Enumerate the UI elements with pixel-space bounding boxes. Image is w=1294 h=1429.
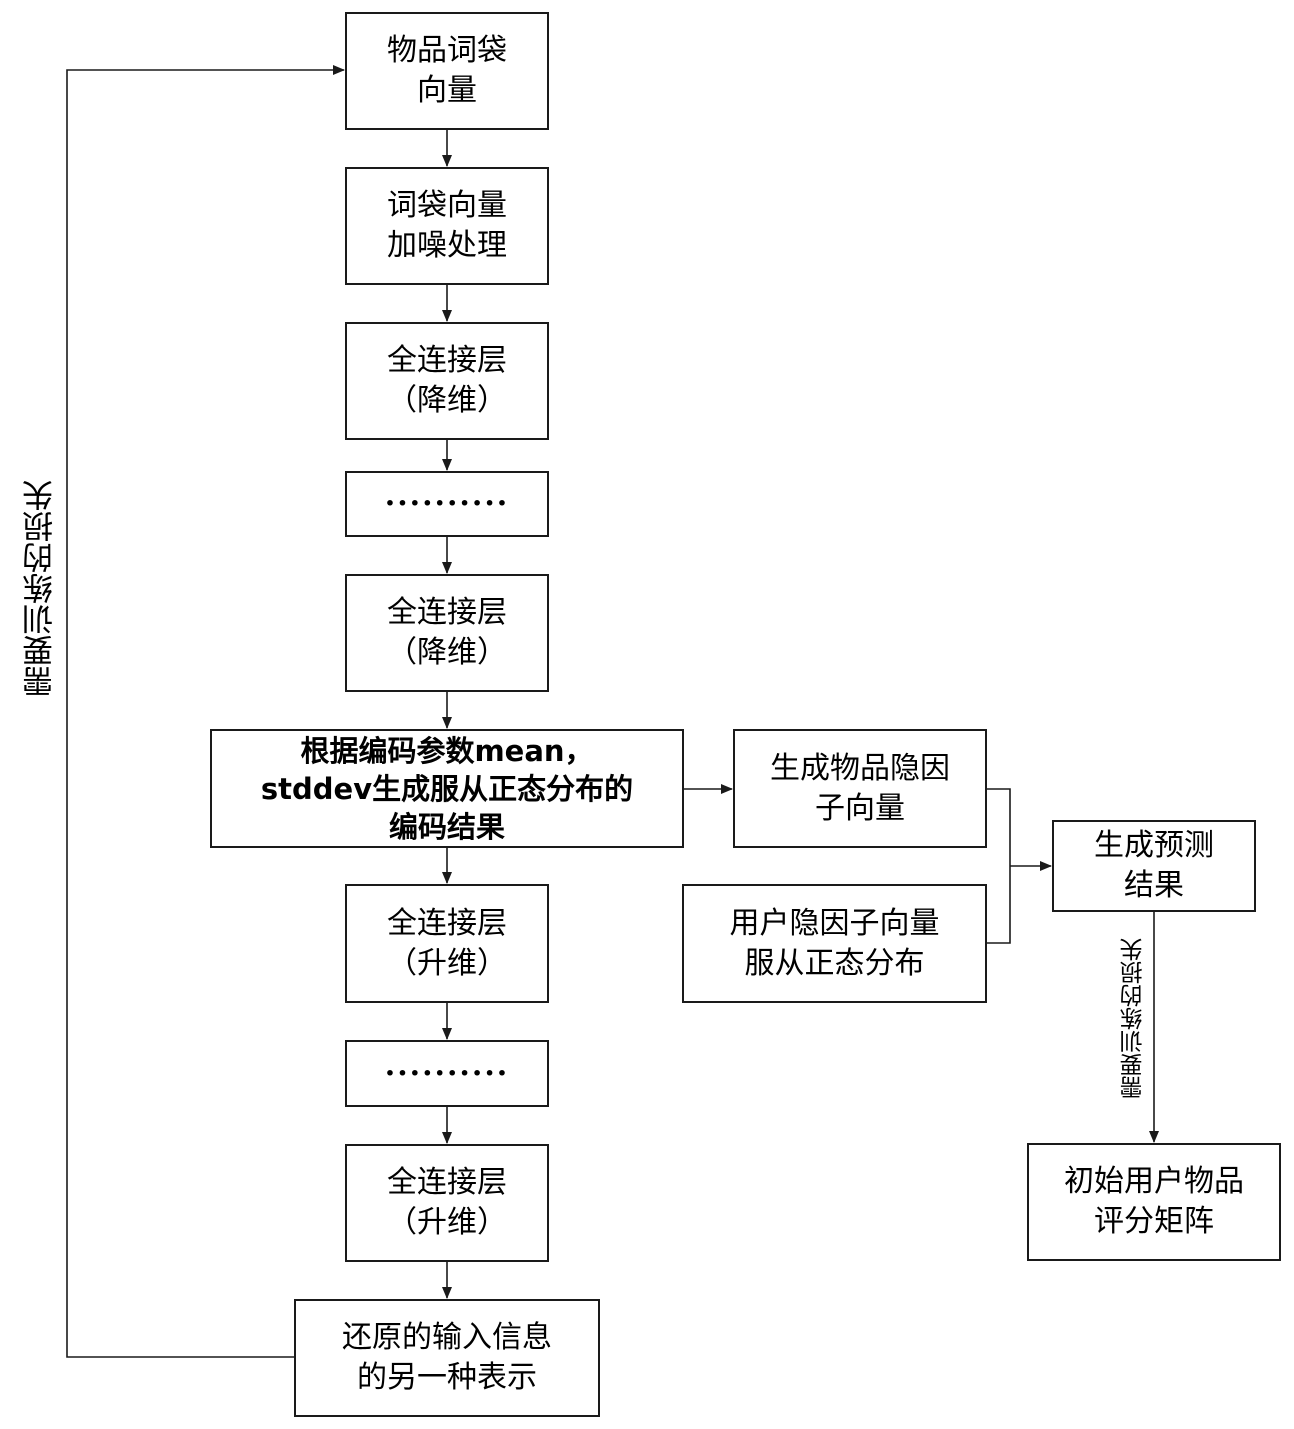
ellipsis-box-2: ·········· (345, 1040, 549, 1107)
restored-representation-box: 还原的输入信息 的另一种表示 (294, 1299, 600, 1417)
item-latent-line2: 子向量 (815, 790, 905, 826)
noise-line1: 词袋向量 (387, 188, 507, 223)
item-bow-line2: 向量 (417, 73, 477, 108)
initial-rating-matrix-box: 初始用户物品 评分矩阵 (1027, 1143, 1281, 1261)
fc-up2-line2: （升维） (387, 1205, 507, 1240)
right-loss-label: 需要训练的损失 (1121, 938, 1147, 1099)
fc-down2-line2: （降维） (387, 635, 507, 670)
fc-layer-expand-1-box: 全连接层 （升维） (345, 884, 549, 1003)
fc-layer-reduce-2-box: 全连接层 （降维） (345, 574, 549, 692)
restore-line1: 还原的输入信息 (342, 1320, 552, 1355)
left-loss-label: 需要训练的损失 (23, 480, 59, 697)
ellipsis-1: ·········· (384, 486, 510, 521)
ellipsis-2: ·········· (384, 1055, 510, 1091)
noise-line2: 加噪处理 (387, 228, 507, 263)
encode-line1: 根据编码参数mean， (300, 733, 594, 768)
fc-up1-line1: 全连接层 (387, 905, 507, 941)
ellipsis-box-1: ·········· (345, 471, 549, 537)
encode-line3: 编码结果 (388, 809, 505, 844)
predict-line1: 生成预测 (1094, 828, 1214, 863)
fc-up1-line2: （升维） (387, 945, 507, 981)
encoding-result-box: 根据编码参数mean， stddev生成服从正态分布的 编码结果 (210, 729, 684, 848)
fc-up2-line1: 全连接层 (387, 1165, 507, 1200)
predict-line2: 结果 (1124, 868, 1184, 903)
item-latent-vector-box: 生成物品隐因 子向量 (733, 729, 987, 848)
feedback-loop-line (66, 65, 345, 1358)
item-bow-line1: 物品词袋 (387, 33, 507, 68)
prediction-result-box: 生成预测 结果 (1052, 820, 1256, 912)
fc-down1-line1: 全连接层 (387, 343, 507, 378)
encode-line2: stddev生成服从正态分布的 (260, 771, 634, 806)
item-latent-line1: 生成物品隐因 (770, 750, 950, 786)
user-latent-line1: 用户隐因子向量 (729, 905, 940, 941)
merge-user-latent (987, 866, 1011, 944)
merge-item-latent (987, 788, 1011, 866)
user-latent-line2: 服从正态分布 (744, 945, 925, 981)
fc-down2-line1: 全连接层 (387, 595, 507, 630)
user-latent-vector-box: 用户隐因子向量 服从正态分布 (682, 884, 987, 1003)
matrix-line1: 初始用户物品 (1064, 1164, 1244, 1199)
fc-down1-line2: （降维） (387, 383, 507, 418)
item-bow-vector-box: 物品词袋 向量 (345, 12, 549, 130)
matrix-line2: 评分矩阵 (1094, 1204, 1214, 1239)
noise-processing-box: 词袋向量 加噪处理 (345, 167, 549, 285)
restore-line2: 的另一种表示 (357, 1360, 537, 1395)
fc-layer-expand-2-box: 全连接层 （升维） (345, 1144, 549, 1262)
fc-layer-reduce-1-box: 全连接层 （降维） (345, 322, 549, 440)
